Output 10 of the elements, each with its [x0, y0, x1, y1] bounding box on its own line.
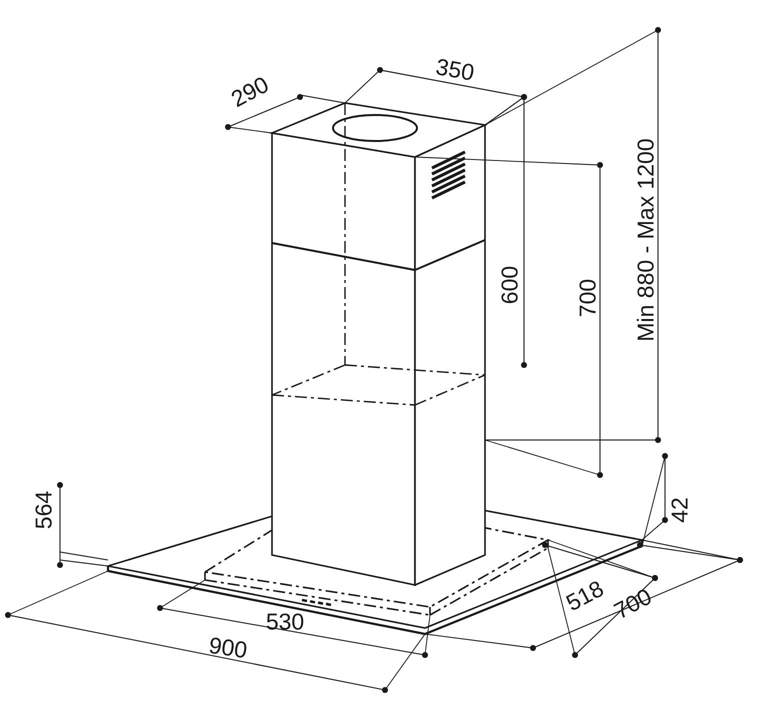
dimension-label: 290 — [228, 72, 272, 112]
dimension-label: 530 — [266, 610, 304, 634]
dimension-label: 518 — [562, 576, 608, 616]
dimension-label: 900 — [207, 634, 249, 662]
dimension-label: 350 — [434, 55, 476, 85]
dimension-label: 700 — [576, 278, 600, 318]
dimension-label: 42 — [668, 497, 692, 523]
dimension-label: 600 — [498, 266, 522, 304]
dimension-label: 564 — [32, 490, 56, 530]
dimension-label: Min 880 - Max 1200 — [634, 138, 658, 342]
